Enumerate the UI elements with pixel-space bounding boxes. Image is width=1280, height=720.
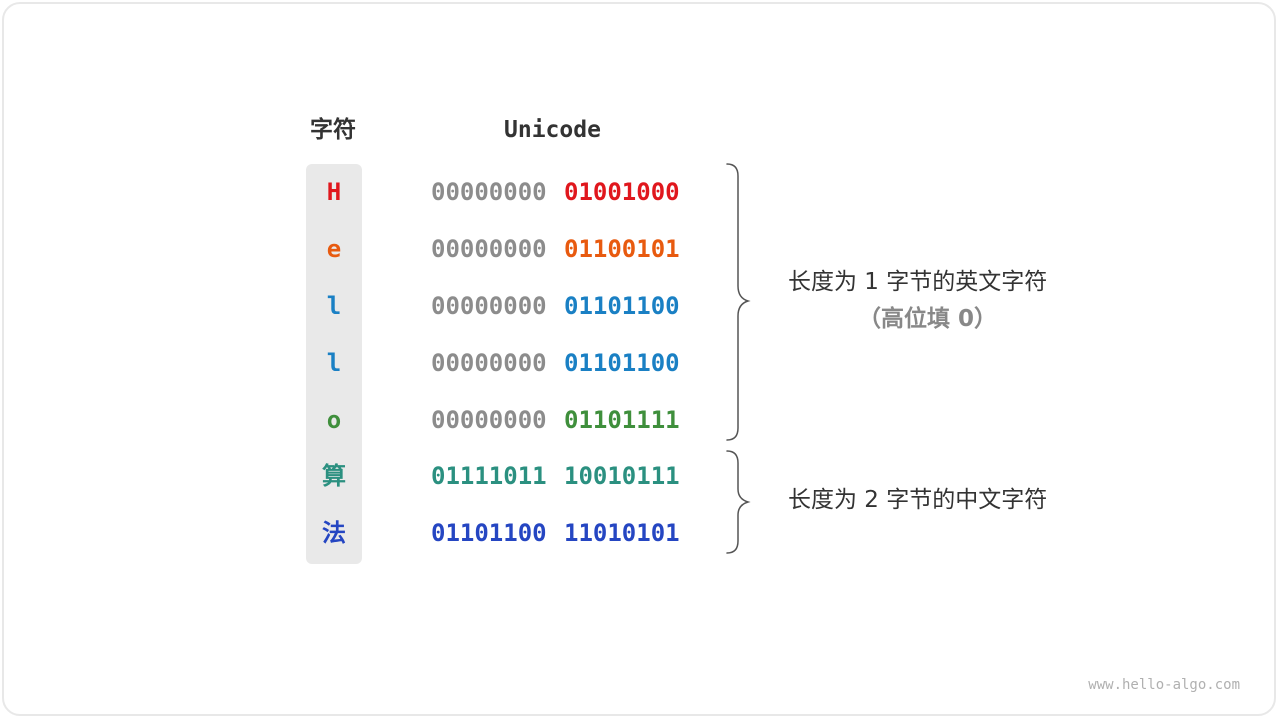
header-unicode: Unicode xyxy=(504,117,601,143)
char-column: H e l l o 算 法 xyxy=(306,164,362,564)
char-cell: l xyxy=(326,292,342,320)
char-cell: 法 xyxy=(322,519,346,547)
high-byte: 01101100 xyxy=(431,519,547,547)
char-cell: l xyxy=(326,349,342,377)
high-byte: 01111011 xyxy=(431,462,547,490)
english-char-subnote: （高位填 0） xyxy=(858,306,998,332)
high-byte: 00000000 xyxy=(431,235,547,263)
brace-english xyxy=(726,163,751,441)
char-cell: e xyxy=(326,235,342,263)
char-cell: H xyxy=(326,178,342,206)
low-byte: 01101100 xyxy=(564,292,680,320)
low-byte: 11010101 xyxy=(564,519,680,547)
high-byte: 00000000 xyxy=(431,292,547,320)
high-byte: 00000000 xyxy=(431,349,547,377)
header-char: 字符 xyxy=(310,117,356,143)
low-byte: 01101111 xyxy=(564,406,680,434)
high-byte: 00000000 xyxy=(431,406,547,434)
low-byte: 01001000 xyxy=(564,178,680,206)
char-cell: o xyxy=(326,406,342,434)
brace-path xyxy=(726,163,751,441)
low-byte: 01100101 xyxy=(564,235,680,263)
chinese-char-note: 长度为 2 字节的中文字符 xyxy=(788,487,1048,513)
char-cell: 算 xyxy=(322,462,346,490)
high-byte: 00000000 xyxy=(431,178,547,206)
brace-path xyxy=(726,450,751,554)
low-byte: 01101100 xyxy=(564,349,680,377)
watermark: www.hello-algo.com xyxy=(1088,677,1240,693)
low-byte: 10010111 xyxy=(564,462,680,490)
brace-chinese xyxy=(726,450,751,554)
english-char-note: 长度为 1 字节的英文字符 xyxy=(788,269,1048,295)
